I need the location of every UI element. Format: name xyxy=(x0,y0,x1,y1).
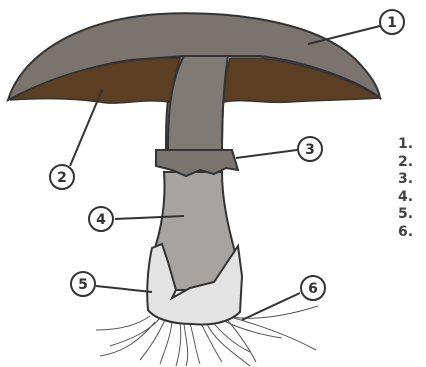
stem-upper-overlay xyxy=(168,56,228,150)
marker-1: 1 xyxy=(380,10,404,34)
marker-5-label: 5 xyxy=(78,277,88,293)
marker-4: 4 xyxy=(89,207,113,231)
legend-item-5: 5. xyxy=(398,206,413,224)
legend-list: 1. 2. 3. 4. 5. 6. xyxy=(398,136,413,241)
leader-line-6 xyxy=(242,293,300,320)
marker-1-label: 1 xyxy=(387,15,397,31)
marker-6-label: 6 xyxy=(308,281,318,297)
marker-3-label: 3 xyxy=(305,142,315,158)
leader-line-3 xyxy=(236,150,297,158)
marker-3: 3 xyxy=(298,137,322,161)
legend-item-1: 1. xyxy=(398,136,413,154)
legend-item-3: 3. xyxy=(398,171,413,189)
legend-item-4: 4. xyxy=(398,189,413,207)
marker-4-label: 4 xyxy=(96,212,106,228)
marker-2: 2 xyxy=(50,165,74,189)
leader-line-2 xyxy=(70,90,102,166)
legend-item-2: 2. xyxy=(398,154,413,172)
marker-5: 5 xyxy=(71,272,95,296)
marker-6: 6 xyxy=(301,276,325,300)
leader-line-5 xyxy=(96,286,152,292)
marker-2-label: 2 xyxy=(57,170,67,186)
legend-item-6: 6. xyxy=(398,224,413,242)
